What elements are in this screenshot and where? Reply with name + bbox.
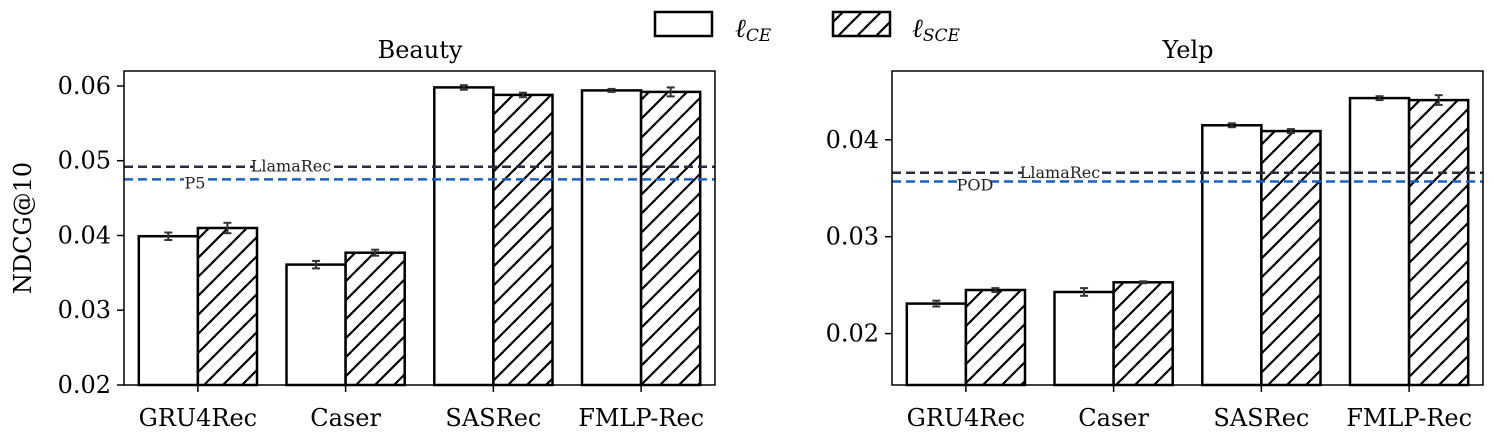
yelp-bars: [905, 96, 1470, 387]
beauty-bars: [137, 86, 702, 387]
beauty-y-axis: 0.02 0.03 0.04 0.05 0.06: [58, 72, 124, 399]
legend-label-sce: ℓSCE: [912, 14, 960, 46]
beauty-y-tick-label: 0.04: [58, 222, 111, 250]
beauty-errorbar-fmlp-rec-ce: [607, 87, 616, 93]
yelp-x-axis: GRU4Rec Caser SASRec FMLP-Rec: [907, 385, 1472, 432]
beauty-bar-sasrec-sce: [492, 93, 554, 387]
yelp-bar-fmlp-rec-sce: [1407, 98, 1470, 387]
yelp-errorbar-fmlp-rec-ce: [1375, 95, 1384, 102]
beauty-x-tick-label-fmlp-rec: FMLP-Rec: [578, 404, 704, 432]
legend-label-ce: ℓCE: [735, 14, 772, 46]
beauty-y-tick-label: 0.06: [58, 72, 111, 100]
yelp-errorbar-gru4rec-sce: [991, 287, 1000, 293]
yelp-bar-gru4rec-sce: [964, 288, 1027, 387]
beauty-bar-fmlp-rec-ce: [580, 89, 643, 387]
yelp-errorbar-sasrec-sce: [1286, 128, 1295, 134]
beauty-errorbar-fmlp-rec-sce: [666, 86, 675, 98]
yelp-errorbar-caser-sce: [1139, 280, 1148, 285]
yelp-reference-label-pod: POD: [957, 176, 994, 195]
beauty-y-tick-label: 0.02: [58, 371, 111, 399]
beauty-x-tick-label-gru4rec: GRU4Rec: [139, 404, 257, 432]
beauty-reference-label-p5: P5: [185, 173, 206, 192]
beauty-errorbar-caser-ce: [312, 259, 321, 270]
yelp-errorbar-caser-ce: [1080, 287, 1089, 297]
yelp-x-tick-label-gru4rec: GRU4Rec: [907, 404, 1025, 432]
yelp-errorbar-fmlp-rec-sce: [1434, 94, 1443, 106]
yelp-errorbar-gru4rec-ce: [932, 299, 941, 308]
yelp-bar-gru4rec-ce: [905, 302, 968, 387]
yelp-reference-label-bg-pod: [959, 178, 991, 193]
beauty-error-bars: [164, 84, 675, 270]
yelp-error-bars: [932, 94, 1443, 308]
yelp-y-tick-label: 0.02: [826, 320, 879, 348]
yelp-reference-label-llamarec: LlamaRec: [1020, 163, 1101, 182]
yelp-x-tick-label-fmlp-rec: FMLP-Rec: [1346, 404, 1472, 432]
beauty-reference-label-bg-llamarec: [253, 159, 329, 174]
beauty-y-tick-label: 0.03: [58, 296, 111, 324]
yelp-chart-title: Yelp: [1162, 36, 1214, 64]
yelp-errorbar-sasrec-ce: [1227, 122, 1236, 129]
beauty-errorbar-caser-sce: [371, 248, 380, 257]
yelp-y-tick-label: 0.03: [826, 223, 879, 251]
yelp-plot-frame: [891, 70, 1484, 386]
beauty-bar-gru4rec-ce: [137, 234, 200, 387]
yelp-bar-fmlp-rec-ce: [1348, 96, 1411, 387]
beauty-x-axis: GRU4Rec Caser SASRec FMLP-Rec: [139, 385, 704, 432]
beauty-bar-gru4rec-sce: [196, 226, 259, 387]
beauty-reference-label-llamarec: LlamaRec: [251, 157, 332, 176]
legend-swatch-sce: [831, 10, 892, 38]
legend-swatch-ce: [653, 10, 714, 38]
beauty-errorbar-gru4rec-sce: [223, 221, 232, 235]
beauty-plot-frame: [123, 70, 716, 386]
y-axis-label: NDCG@10: [9, 162, 37, 294]
beauty-x-tick-label-sasrec: SASRec: [445, 404, 541, 432]
beauty-x-tick-label-caser: Caser: [310, 404, 381, 432]
yelp-x-tick-label-caser: Caser: [1078, 404, 1149, 432]
beauty-errorbar-sasrec-ce: [459, 84, 468, 91]
yelp-reference-label-bg-llamarec: [1022, 165, 1098, 180]
yelp-y-tick-label: 0.04: [826, 126, 879, 154]
beauty-errorbar-sasrec-sce: [518, 91, 527, 99]
yelp-bar-caser-ce: [1053, 290, 1115, 387]
beauty-bar-caser-ce: [285, 263, 347, 387]
legend: ℓCE ℓSCE: [653, 10, 960, 46]
beauty-errorbar-gru4rec-ce: [164, 231, 173, 241]
beauty-bar-caser-sce: [344, 251, 406, 387]
yelp-x-tick-label-sasrec: SASRec: [1213, 404, 1309, 432]
beauty-y-tick-label: 0.05: [58, 147, 111, 175]
beauty-chart-title: Beauty: [378, 36, 463, 64]
yelp-bar-caser-sce: [1112, 281, 1174, 387]
yelp-bar-sasrec-ce: [1201, 124, 1263, 387]
beauty-reference-label-bg-p5: [184, 176, 206, 191]
yelp-bar-sasrec-sce: [1260, 129, 1322, 387]
yelp-y-axis: 0.02 0.03 0.04: [826, 126, 892, 348]
beauty-bar-sasrec-ce: [433, 86, 495, 387]
beauty-bar-fmlp-rec-sce: [639, 90, 702, 387]
